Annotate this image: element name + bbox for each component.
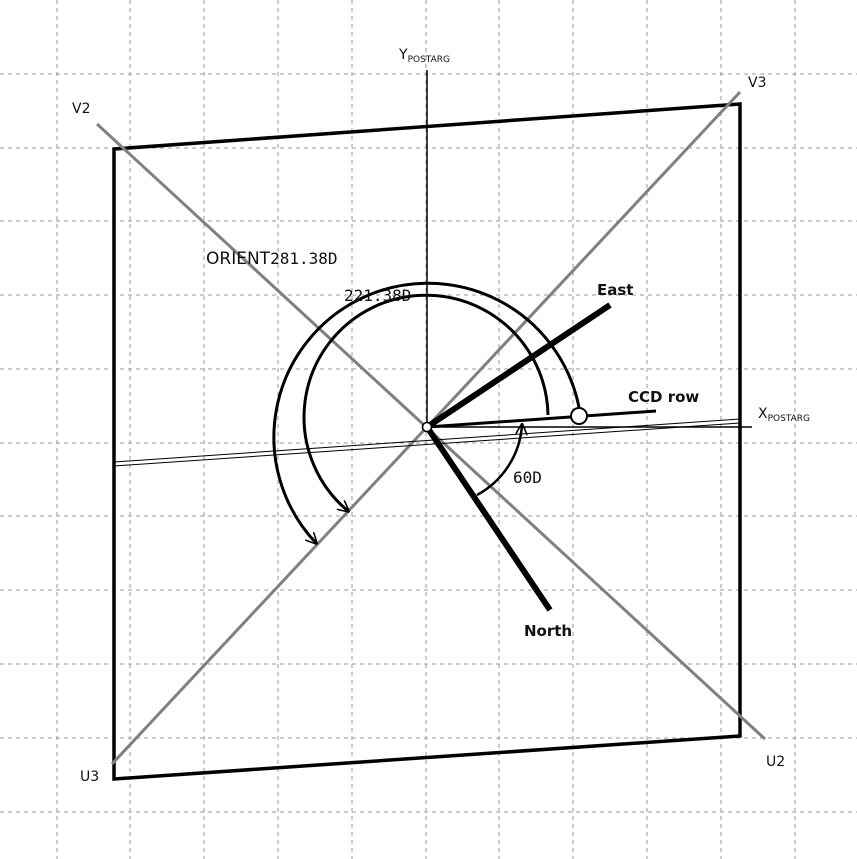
east-vector	[425, 302, 612, 430]
ccd-row-vector	[426, 409, 657, 429]
north-angle-label: 60D	[513, 468, 542, 487]
detector-frame	[112, 102, 742, 781]
u2-label: U2	[766, 754, 785, 770]
orient-prefix: ORIENT	[206, 249, 271, 269]
u3-label: U3	[80, 769, 99, 785]
orient-arc	[272, 281, 582, 543]
detector-row-lines	[113, 418, 741, 467]
v2-label: V2	[72, 101, 90, 117]
y-postarg-label: YPOSTARG	[398, 47, 450, 65]
x-postarg-label: XPOSTARG	[758, 406, 810, 424]
ccd-row-marker	[570, 407, 588, 425]
x-postarg-subscript: POSTARG	[768, 414, 810, 424]
orient-label: ORIENT281.38D	[206, 249, 338, 269]
orient-value: 281.38D	[270, 249, 337, 268]
north-label: North	[524, 622, 572, 640]
north-angle-arc	[476, 425, 522, 497]
v3-label: V3	[748, 75, 766, 91]
inner-angle-arc	[302, 293, 550, 511]
east-label: East	[597, 281, 633, 299]
y-postarg-main: Y	[398, 47, 408, 63]
ccd-row-label: CCD row	[628, 388, 699, 406]
inner-angle-label: 221.38D	[344, 286, 411, 305]
north-vector	[424, 425, 553, 612]
y-postarg-subscript: POSTARG	[408, 55, 450, 65]
x-postarg-main: X	[758, 406, 768, 422]
origin-point	[421, 421, 433, 433]
